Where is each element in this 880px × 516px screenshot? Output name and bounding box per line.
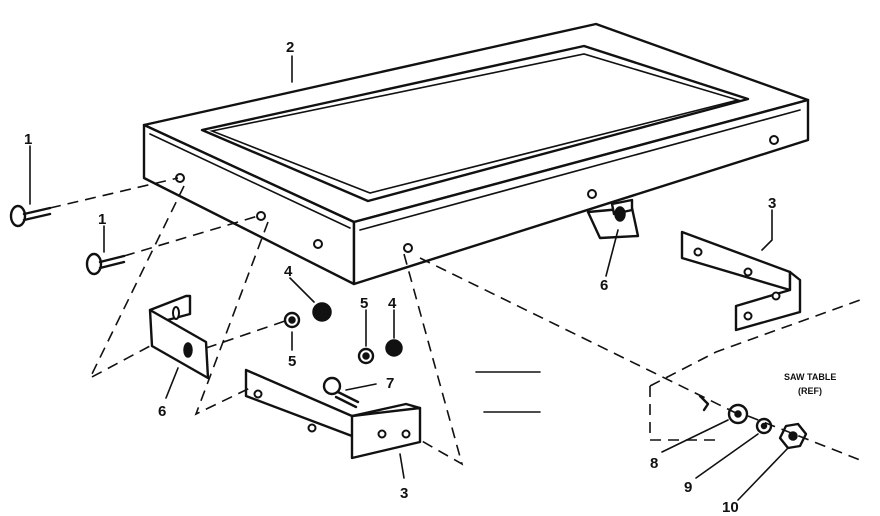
- washer-part-8: [727, 403, 749, 425]
- callout-6-right: 6: [600, 277, 608, 294]
- callout-6-left: 6: [158, 403, 166, 420]
- nut-part-4-left: [312, 302, 332, 322]
- bolt-part-7: [322, 376, 360, 409]
- screw-part-1-lower: [85, 252, 126, 276]
- washer-part-5-center: [357, 347, 375, 365]
- bracket-part-6-left: [148, 294, 210, 380]
- callout-9: 9: [684, 479, 692, 496]
- callout-1-upper: 1: [24, 131, 32, 148]
- lockwasher-part-9: [755, 417, 773, 435]
- bracket-part-6-right: [586, 198, 640, 240]
- table-extension-part-2: [142, 22, 810, 286]
- callout-7: 7: [386, 375, 394, 392]
- nut-part-10: [778, 422, 808, 450]
- callout-8: 8: [650, 455, 658, 472]
- nut-part-4-center: [385, 339, 403, 357]
- callout-3-right: 3: [768, 195, 776, 212]
- washer-part-5-left: [283, 311, 301, 329]
- saw-table-label: SAW TABLE: [784, 372, 836, 382]
- screw-part-1-upper: [9, 204, 52, 228]
- leader-lines: [29, 55, 789, 501]
- bracket-part-3-bottom: [244, 368, 422, 460]
- callout-labels: 1 1 2 3 3 4 4 5 5 6 6 7 8 9 10 SAW TABLE…: [24, 39, 836, 516]
- callout-4-left: 4: [284, 263, 293, 280]
- saw-table-ref-label: (REF): [798, 386, 822, 396]
- callout-3-bottom: 3: [400, 485, 408, 502]
- bracket-part-3-right: [680, 230, 802, 332]
- assembly-lines: [49, 177, 861, 466]
- callout-4-center: 4: [388, 295, 397, 312]
- callout-2: 2: [286, 39, 294, 56]
- callout-5-left: 5: [288, 353, 296, 370]
- callout-1-lower: 1: [98, 211, 106, 228]
- saw-table-reference-outline: [649, 299, 861, 441]
- callout-5-center: 5: [360, 295, 368, 312]
- callout-10: 10: [722, 499, 739, 516]
